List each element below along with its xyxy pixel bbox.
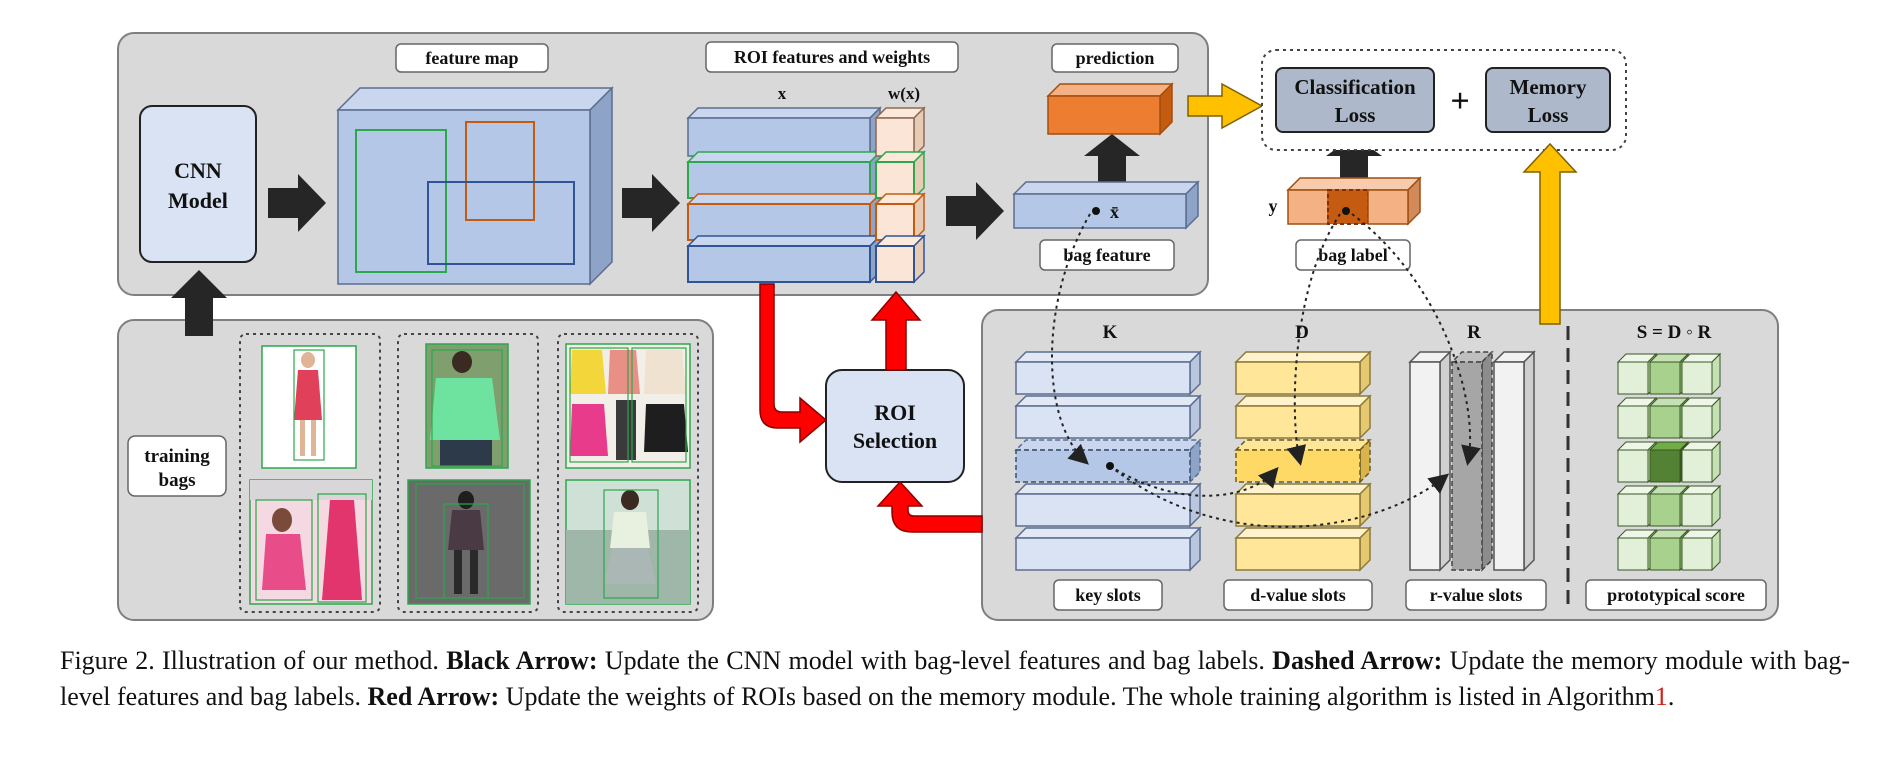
prototypical-score-cell xyxy=(1616,352,1658,396)
memory-loss-label-2: Loss xyxy=(1528,103,1569,127)
caption-prefix: Figure 2. Illustration of our method. xyxy=(60,646,439,675)
roi-selection-label-1: ROI xyxy=(874,400,916,425)
training-bag-1 xyxy=(239,333,381,613)
feature-map-cube xyxy=(336,86,614,286)
r-value-slots-label-box xyxy=(1405,579,1547,611)
figure-caption: Figure 2. Illustration of our method. Bl… xyxy=(60,643,1850,715)
d-label: D xyxy=(1295,322,1309,343)
r-value-slots-stack xyxy=(1408,350,1536,572)
roi-selection-label-2: Selection xyxy=(853,428,937,453)
caption-red-text: Update the weights of ROIs based on the … xyxy=(505,682,1655,711)
black-arrow-bags-to-cnn xyxy=(171,270,227,336)
x-bar-label: x̄ xyxy=(1110,202,1119,222)
black-arrow-bag-to-prediction xyxy=(1084,134,1140,182)
bag-feature-label: bag feature xyxy=(1063,245,1150,265)
classification-loss-box xyxy=(1275,67,1435,133)
bag-label-label: bag label xyxy=(1318,245,1388,265)
dashed-arrow-label-to-r xyxy=(1351,213,1481,466)
key-slots-label: key slots xyxy=(1075,585,1141,605)
key-slots-label-box xyxy=(1053,579,1163,611)
r-label: R xyxy=(1467,322,1481,343)
roi-feature-stack xyxy=(686,106,882,284)
feature-map-label: feature map xyxy=(425,48,518,68)
x-label: x xyxy=(778,84,787,103)
roi-features-label-box xyxy=(705,41,959,73)
d-value-slots-label-box xyxy=(1223,579,1373,611)
classification-loss-label-2: Loss xyxy=(1335,103,1376,127)
roi-weight-stack xyxy=(874,106,926,284)
memory-loss-label-1: Memory xyxy=(1510,75,1587,99)
prediction-label-box xyxy=(1051,43,1179,73)
prototypical-score-cell xyxy=(1680,352,1722,396)
caption-algorithm-ref[interactable]: 1 xyxy=(1654,682,1668,711)
d-value-slots-stack xyxy=(1234,350,1372,572)
cnn-model-label-2: Model xyxy=(168,188,228,213)
prototypical-score-cell xyxy=(1616,396,1658,440)
prototypical-score-cell xyxy=(1680,440,1722,484)
caption-red-label: Red Arrow: xyxy=(367,682,500,711)
bag-3-photo-jackets xyxy=(565,343,691,469)
training-bags-label-box xyxy=(127,435,227,497)
memory-loss-box xyxy=(1485,67,1611,133)
gold-arrow-prediction-to-loss xyxy=(1187,82,1264,130)
prototypical-score-grid xyxy=(1616,352,1722,572)
dashed-arrows xyxy=(1051,213,1481,528)
classification-loss-label-1: Classification xyxy=(1294,75,1416,99)
red-arrow-memory-to-selection xyxy=(876,480,983,533)
cnn-model-label-1: CNN xyxy=(174,158,222,183)
bag-label-label-box xyxy=(1295,239,1411,271)
key-slots-stack xyxy=(1014,350,1202,572)
roi-features-label: ROI features and weights xyxy=(734,47,930,67)
prototypical-score-cell xyxy=(1680,528,1722,572)
prediction-block xyxy=(1046,82,1174,136)
prediction-label: prediction xyxy=(1076,48,1155,68)
bag-2-photo-green-shirt xyxy=(425,343,509,469)
cnn-model-box xyxy=(139,105,257,263)
feature-map-label-box xyxy=(395,43,549,73)
s-label: S = D ◦ R xyxy=(1637,322,1712,343)
plus-sign: + xyxy=(1450,83,1469,120)
bag-feature-block xyxy=(1012,180,1200,230)
black-arrow-roi-to-bag xyxy=(946,182,1004,240)
prototypical-score-label-box xyxy=(1585,579,1767,611)
training-bags-label-1: training xyxy=(144,446,210,467)
caption-dashed-label: Dashed Arrow: xyxy=(1272,646,1443,675)
key-slot-dot xyxy=(1106,462,1114,470)
bag-1-photo-red-dress xyxy=(261,345,357,469)
bag-feature-dot xyxy=(1092,207,1100,215)
gold-arrow-memory-to-loss xyxy=(1522,142,1578,325)
training-bag-2 xyxy=(397,333,539,613)
black-arrow-cnn-to-map xyxy=(268,174,326,232)
d-value-slots-label: d-value slots xyxy=(1250,585,1346,605)
bag-label-vector xyxy=(1286,176,1422,226)
method-diagram: CNN Model feature map ROI features and w… xyxy=(117,32,1779,621)
dashed-arrow-key-to-r xyxy=(1109,465,1450,528)
red-arrow-features-to-selection xyxy=(759,283,828,444)
prototypical-score-cell xyxy=(1680,396,1722,440)
prototypical-score-label: prototypical score xyxy=(1607,585,1745,605)
training-bags-label-2: bags xyxy=(159,470,196,491)
wx-label: w(x) xyxy=(888,84,920,103)
bag-1-photo-pink-dress xyxy=(249,479,373,605)
dashed-arrow-xbar-to-key xyxy=(1051,213,1091,465)
caption-dashed-text: Update the memory module with bag-level … xyxy=(60,646,1851,711)
roi-selection-box xyxy=(825,369,965,483)
prototypical-score-cell xyxy=(1680,484,1722,528)
y-label: y xyxy=(1269,196,1278,216)
bag-3-photo-street-outfit xyxy=(565,479,691,605)
r-value-slots-label: r-value slots xyxy=(1430,585,1523,605)
caption-black-text: Update the CNN model with bag-level feat… xyxy=(604,646,1265,675)
training-bag-3 xyxy=(557,333,699,613)
caption-black-label: Black Arrow: xyxy=(446,646,598,675)
dashed-arrow-key-to-d xyxy=(1109,465,1279,497)
k-label: K xyxy=(1103,322,1118,343)
bag-label-dot xyxy=(1342,207,1350,215)
bag-2-photo-dark-outfit xyxy=(407,479,531,605)
caption-end: . xyxy=(1667,682,1675,711)
red-arrow-selection-to-weights xyxy=(870,290,922,371)
black-arrow-map-to-roi xyxy=(622,174,680,232)
dashed-arrow-label-to-d xyxy=(1286,213,1341,466)
